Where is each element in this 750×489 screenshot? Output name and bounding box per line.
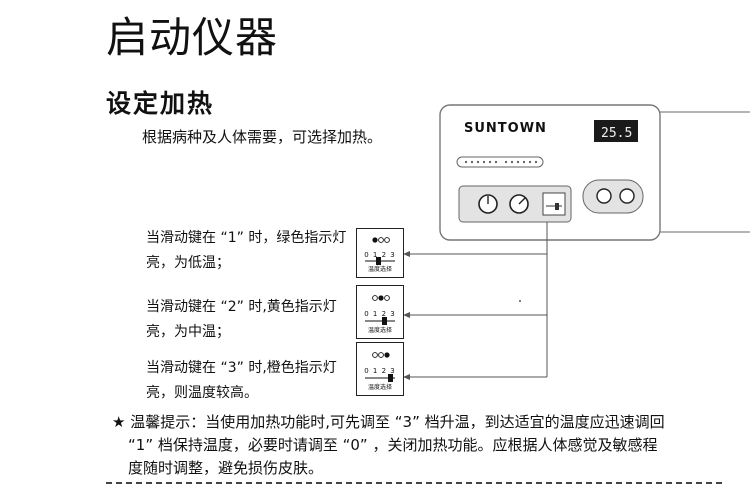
section-title: 设定加热 <box>106 89 215 118</box>
lcd-display <box>594 120 638 142</box>
slider-box-3: 0 1 2 3 温度选择 <box>356 342 404 396</box>
slider-caption: 温度选择 <box>367 384 392 391</box>
tip-note: ★ 温馨提示：当使用加热功能时,可先调至 “3” 档升温，到达适宜的温度应迅速调… <box>112 411 712 480</box>
tip-line-1: ★ 温馨提示：当使用加热功能时,可先调至 “3” 档升温，到达适宜的温度应迅速调… <box>112 413 665 431</box>
setting-2-text: 当滑动键在 “2” 时,黄色指示灯 亮，为中温； <box>146 299 337 340</box>
side-knob-panel <box>582 179 644 214</box>
slider-digits: 0 1 2 3 <box>364 310 396 318</box>
slider-box-2: 0 1 2 3 温度选择 <box>356 285 404 339</box>
tip-line-3: 度随时调整，避免损伤皮肤。 <box>128 459 324 477</box>
indicator-strip <box>456 156 544 168</box>
slider-digits: 0 1 2 3 <box>364 251 396 259</box>
dashed-divider <box>106 482 722 484</box>
setting-3-text: 当滑动键在 “3” 时,橙色指示灯 亮，则温度较高。 <box>146 360 337 401</box>
brand-logo: SUNTOWN <box>464 121 547 136</box>
tip-line-2: “1” 档保持温度，必要时请调至 “0” ，关闭加热功能。应根据人体感觉及敏感程 <box>128 436 658 454</box>
intro-text: 根据病种及人体需要，可选择加热。 <box>142 128 383 146</box>
setting-1-text: 当滑动键在 “1” 时，绿色指示灯 亮，为低温； <box>146 230 347 271</box>
lcd-value: 25.5 <box>601 126 633 141</box>
slider-caption: 温度选择 <box>367 327 392 334</box>
page-title: 启动仪器 <box>106 13 279 62</box>
mini-slider <box>542 192 566 216</box>
slider-caption: 温度选择 <box>367 266 392 273</box>
slider-box-1: 0 1 2 3 温度选择 <box>356 228 404 278</box>
slider-digits: 0 1 2 3 <box>364 367 396 375</box>
